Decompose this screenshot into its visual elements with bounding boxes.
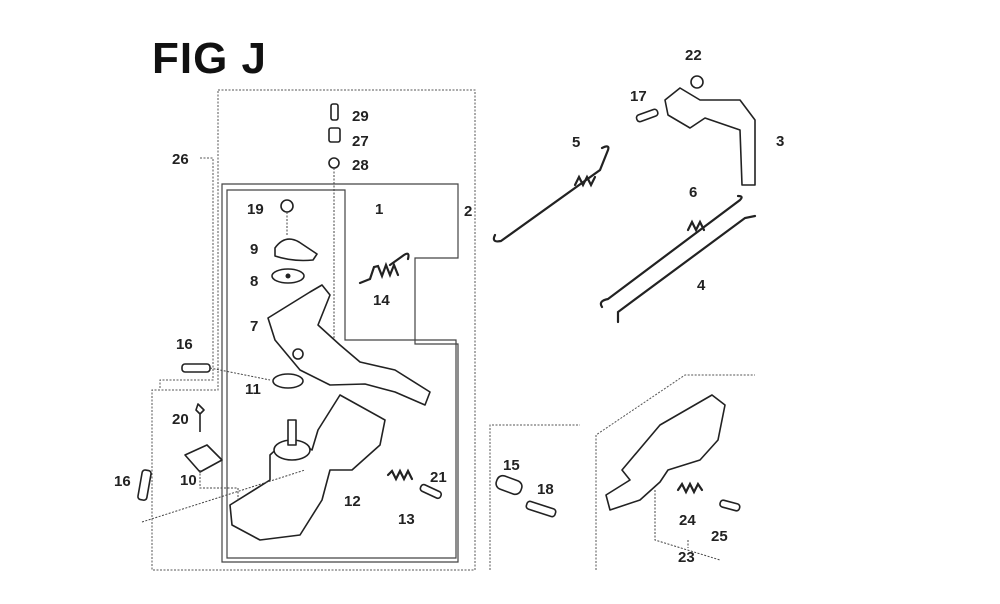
figure-title: FIG J [152, 34, 268, 83]
part-16-bolt-lower [137, 469, 152, 501]
part-number-label: 12 [344, 493, 361, 510]
part-3-lever [664, 87, 756, 186]
part-9-lever [274, 238, 318, 262]
part-18-bolt [525, 500, 557, 518]
part-number-label: 9 [250, 241, 258, 258]
part-20-screw [195, 403, 205, 432]
part-number-label: 6 [689, 184, 697, 201]
part-number-label: 3 [776, 133, 784, 150]
part-27-joint [328, 127, 341, 143]
part-number-label: 18 [537, 481, 554, 498]
part-number-label: 16 [114, 473, 131, 490]
part-number-label: 23 [678, 549, 695, 566]
part-28-clip [328, 157, 340, 169]
part-number-label: 24 [679, 512, 696, 529]
part-number-label: 4 [697, 277, 706, 294]
part-21-screw [419, 483, 443, 500]
group-box-2 [221, 183, 459, 563]
part-number-label: 10 [180, 472, 197, 489]
part-number-label: 2 [464, 203, 472, 220]
part-29-bolt [330, 103, 339, 121]
part-number-label: 26 [172, 151, 189, 168]
group-box-23 [595, 374, 755, 570]
part-4-rod [616, 214, 757, 324]
part-number-label: 20 [172, 411, 189, 428]
part-6-spring-rod [599, 194, 743, 309]
part-number-label: 27 [352, 133, 369, 150]
part-24-spring [676, 481, 704, 495]
part-number-label: 15 [503, 457, 520, 474]
part-number-label: 25 [711, 528, 728, 545]
leader-26 [159, 157, 214, 388]
part-number-label: 5 [572, 134, 580, 151]
part-12-governor-base [229, 394, 386, 541]
part-number-label: 8 [250, 273, 258, 290]
part-13-spring [386, 468, 414, 482]
part-number-label: 11 [245, 381, 261, 398]
part-14-spring [358, 252, 410, 285]
part-number-label: 29 [352, 108, 369, 125]
part-25-screw [719, 499, 741, 512]
group-box-1 [226, 189, 457, 559]
part-11-washer [272, 373, 304, 389]
part-number-label: 21 [430, 469, 447, 486]
part-number-label: 14 [373, 292, 390, 309]
part-number-label: 22 [685, 47, 702, 64]
part-10-clamp [184, 444, 223, 473]
part-23-lever-assembly [605, 394, 726, 511]
part-16-bolt-upper [181, 363, 211, 373]
part-number-label: 19 [247, 201, 264, 218]
part-number-label: 13 [398, 511, 415, 528]
part-19-nut [280, 199, 294, 213]
part-number-label: 16 [176, 336, 193, 353]
group-box-15 [489, 424, 580, 570]
part-number-label: 1 [375, 201, 383, 218]
part-7-control-lever [267, 284, 431, 406]
part-17-bolt [635, 108, 659, 123]
part-22-nut [690, 75, 704, 89]
part-5-spring-rod [492, 145, 610, 243]
group-bracket-26 [151, 89, 476, 571]
part-number-label: 17 [630, 88, 647, 105]
part-15-collar [495, 474, 523, 496]
part-number-label: 28 [352, 157, 369, 174]
part-number-label: 7 [250, 318, 258, 335]
